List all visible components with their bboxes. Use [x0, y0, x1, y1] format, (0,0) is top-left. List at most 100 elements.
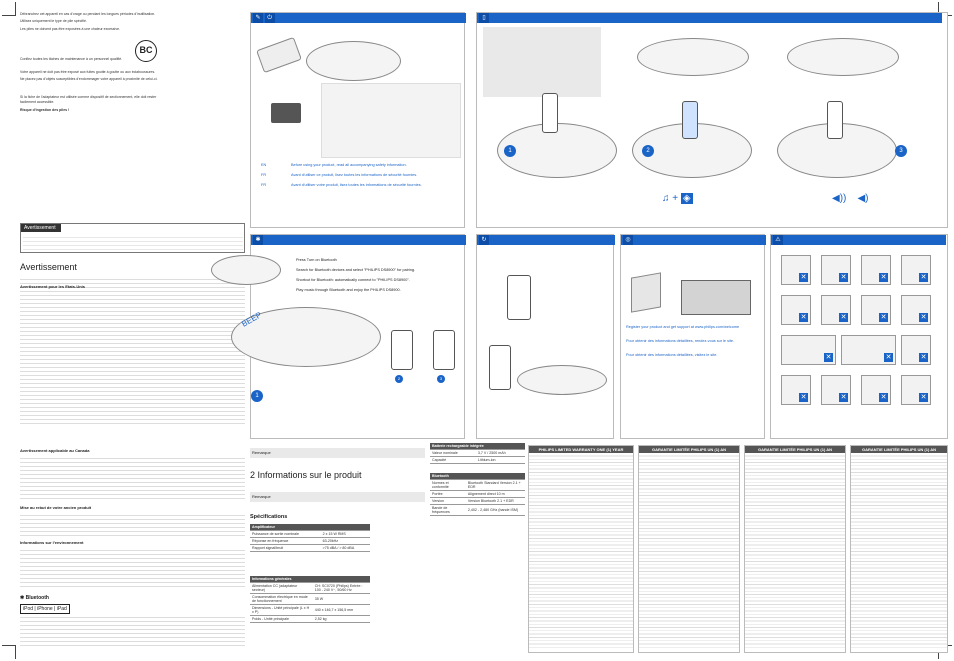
apple-logos: iPod | iPhone | iPad: [20, 604, 70, 614]
warning-box: Avertissement: [20, 223, 245, 253]
caution-image: ✕: [901, 375, 931, 405]
bt-step: Shortcut for Bluetooth: automatically co…: [296, 278, 410, 282]
warranty-en: PHILIPS LIMITED WARRANTY ONE (1) YEAR: [528, 445, 634, 653]
safety-item: Si la fiche de l'adaptateur est utilisée…: [20, 95, 157, 104]
step-badge: 3: [437, 375, 445, 383]
volume-icon: ◀)) ◀): [832, 193, 869, 204]
caution-image: ✕: [861, 255, 891, 285]
caution-image: ✕: [781, 335, 836, 365]
caution-image: ✕: [901, 335, 931, 365]
caution-image: ✕: [901, 255, 931, 285]
app-panel: ↻: [476, 234, 615, 439]
warranty-fr-1: GARANTIE LIMITÉE PHILIPS UN (1) AN: [638, 445, 740, 653]
bluetooth-logo: ✱ Bluetooth: [20, 595, 49, 601]
warranty-fr-2: GARANTIE LIMITÉE PHILIPS UN (1) AN: [744, 445, 846, 653]
adapter-image: [271, 103, 301, 123]
laptop-image: [681, 280, 751, 315]
battery-panel: Batterie rechargeable intégrée Valeur no…: [430, 443, 525, 653]
usage-title: Risque d'ingestion des piles !: [20, 108, 70, 113]
plug-icon: ⏻: [264, 13, 275, 23]
caution-panel: ⚠ ✕ ✕ ✕ ✕ ✕ ✕ ✕ ✕ ✕ ✕ ✕ ✕ ✕ ✕ ✕: [770, 234, 948, 439]
register-lines: Register your product and get support at…: [626, 325, 740, 357]
step-badge: 3: [895, 145, 907, 157]
register-header: ◎: [621, 235, 766, 245]
safety-item: Ne placez pas d'objets susceptibles d'en…: [20, 77, 158, 82]
safety-item: Les piles ne doivent pas être exposées à…: [20, 26, 121, 31]
safety-item: Votre appareil ne doit pas être exposé a…: [20, 69, 156, 74]
notice-title: Avertissement: [20, 262, 77, 272]
note-1: Remarque: [250, 448, 425, 458]
product-title: 2 Informations sur le produit: [250, 470, 362, 480]
music-icon: ♫ + ◈: [662, 193, 693, 204]
phone-image-3: [827, 101, 843, 139]
app-speaker: [517, 365, 607, 395]
warning-icon: ⚠: [773, 235, 783, 245]
safety-panel: Débranchez cet appareil en cas d'orage o…: [20, 12, 240, 227]
warranty-title: GARANTIE LIMITÉE PHILIPS UN (1) AN: [851, 446, 947, 453]
caution-image: ✕: [821, 375, 851, 405]
bt-step: Play music through Bluetooth and enjoy t…: [296, 288, 401, 292]
register-panel: ◎ Register your product and get support …: [620, 234, 766, 439]
dock-speaker-2: [787, 38, 899, 76]
device-list: [483, 27, 601, 97]
book-icon: ✎: [253, 13, 263, 23]
caution-image: ✕: [901, 295, 931, 325]
caution-image: ✕: [781, 255, 811, 285]
speaker-left: [211, 255, 281, 285]
app-phone-2: [489, 345, 511, 390]
remote-image: [256, 36, 302, 74]
safety-list: Débranchez cet appareil en cas d'orage o…: [20, 12, 165, 212]
caution-image: ✕: [841, 335, 896, 365]
bt-step: Press Turn on Bluetooth: [296, 258, 337, 262]
caution-image: ✕: [861, 295, 891, 325]
notice-batt: Informations sur l'environnement: [20, 540, 84, 545]
product-panel: Remarque 2 Informations sur le produit R…: [250, 448, 425, 653]
crop-mark: [2, 645, 16, 659]
step-badge: 1: [251, 390, 263, 402]
spec-general-table: Informations générales Alimentation CC (…: [250, 576, 370, 623]
setup-header: ✎ ⏻: [251, 13, 466, 23]
bluetooth-icon: ✱: [253, 235, 263, 245]
phone-image: [542, 93, 558, 133]
bluetooth-panel: ✱ Press Turn on Bluetooth Search for Blu…: [211, 234, 466, 439]
bt-speaker: [231, 307, 381, 367]
dock-header: ▯: [477, 13, 942, 23]
caution-image: ✕: [861, 375, 891, 405]
bt-step: Search for Bluetooth devices and select …: [296, 268, 415, 272]
step-badge: 1: [504, 145, 516, 157]
notice-panel: Avertissement Avertissement pour les Eta…: [20, 262, 245, 652]
dock-speaker: [637, 38, 749, 76]
safety-item: Utilisez uniquement le type de pile spéc…: [20, 19, 87, 24]
app-phone: [507, 275, 531, 320]
bt-phone: [391, 330, 413, 370]
warranty-fr-3: GARANTIE LIMITÉE PHILIPS UN (1) AN: [850, 445, 948, 653]
battery-table: Batterie rechargeable intégrée Valeur no…: [430, 443, 525, 464]
booklet-image: [631, 272, 661, 313]
app-icon: ↻: [479, 235, 489, 245]
speaker-image: [306, 41, 401, 81]
globe-icon: ◎: [623, 235, 633, 245]
phone-image-2: [682, 101, 698, 139]
bluetooth-steps: Press Turn on Bluetooth Search for Bluet…: [296, 258, 466, 292]
notice-canada: Avertissement applicable au Canada: [20, 448, 90, 453]
caution-header: ⚠: [771, 235, 946, 245]
caution-image: ✕: [821, 295, 851, 325]
bt-phone-2: [433, 330, 455, 370]
bc-logo: BC: [135, 40, 157, 62]
spec-title: Spécifications: [250, 514, 288, 520]
spec-amp-table: Amplificateur Puissance de sortie nomina…: [250, 524, 370, 552]
notice-env: Mise au rebut de votre ancien produit: [20, 505, 92, 510]
notice-usa: Avertissement pour les Etats-Unis: [20, 284, 85, 289]
safety-item: Confiez toutes les tâches de maintenance…: [20, 57, 123, 62]
crop-mark: [2, 2, 16, 16]
caution-image: ✕: [781, 295, 811, 325]
notice-body: [20, 276, 245, 426]
bluetooth-header: ✱: [251, 235, 466, 245]
app-header: ↻: [477, 235, 615, 245]
warranty-title: GARANTIE LIMITÉE PHILIPS UN (1) AN: [639, 446, 739, 453]
step-badge: 2: [395, 375, 403, 383]
safety-item: Débranchez cet appareil en cas d'orage o…: [20, 12, 156, 16]
